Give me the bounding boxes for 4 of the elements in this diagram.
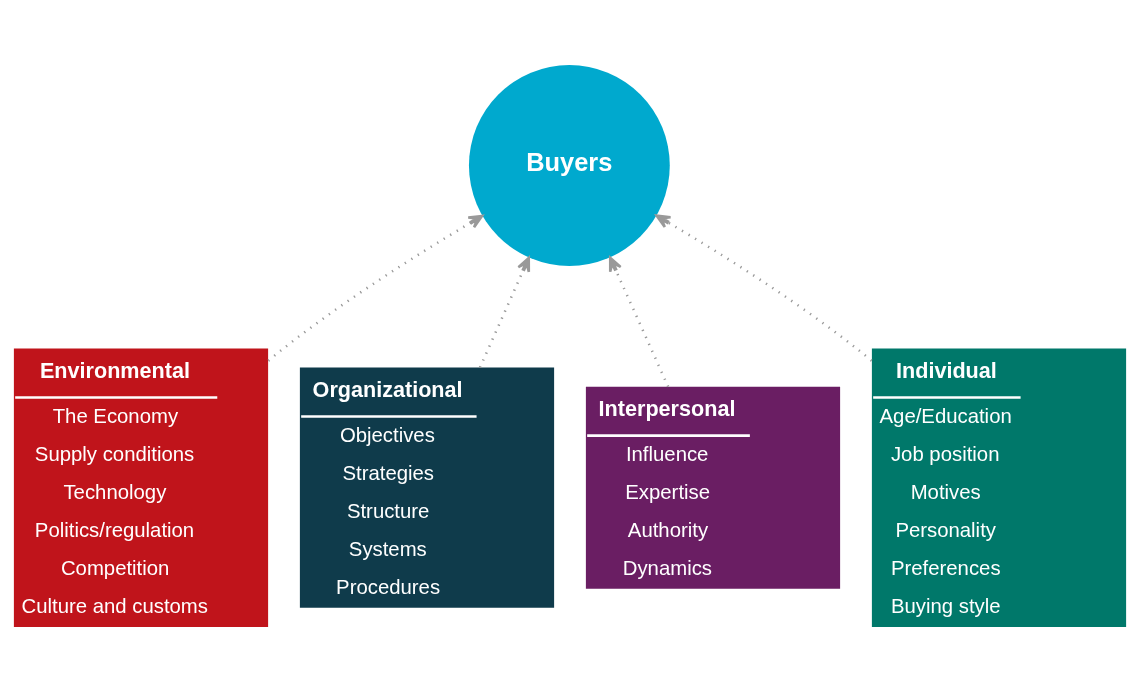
arrow (267, 214, 484, 362)
arrow (655, 214, 873, 362)
arrow (478, 256, 531, 368)
arrow (608, 256, 670, 388)
